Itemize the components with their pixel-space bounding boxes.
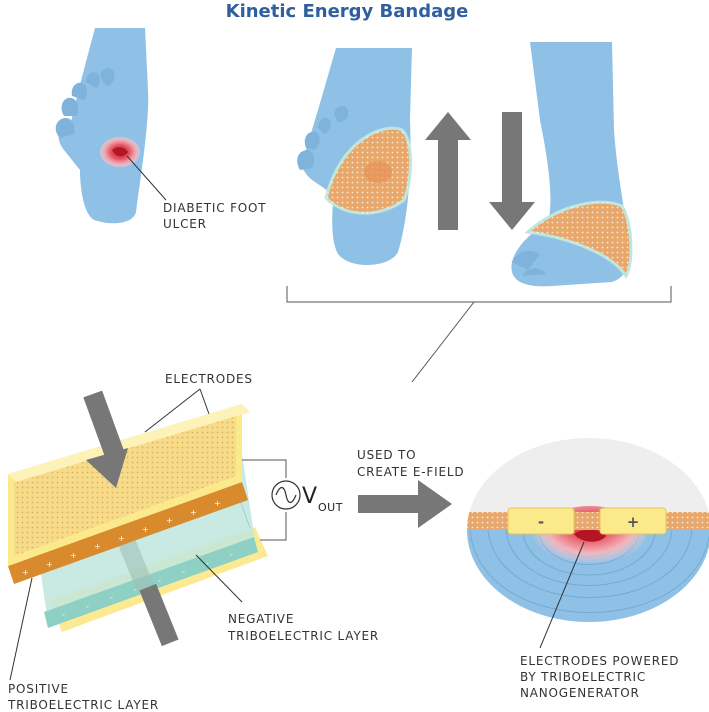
positive-label-line2: TRIBOELECTRIC LAYER — [7, 698, 159, 712]
svg-text:-: - — [62, 610, 65, 619]
powered-leader — [539, 541, 585, 649]
svg-text:+: + — [46, 560, 53, 569]
svg-text:+: + — [190, 508, 197, 517]
positive-leader — [9, 577, 33, 681]
circuit-wire-bottom — [260, 512, 287, 541]
negative-label-line2: TRIBOELECTRIC LAYER — [227, 629, 379, 643]
svg-text:+: + — [94, 542, 101, 551]
positive-charges: + + + + + + + + + — [22, 499, 221, 577]
svg-text:-: - — [158, 576, 161, 585]
triboelectric-stack — [8, 390, 268, 647]
negative-electrode-pad — [507, 507, 575, 535]
svg-text:+: + — [214, 499, 221, 508]
page-title: Kinetic Energy Bandage — [226, 1, 469, 22]
powered-label-line1: ELECTRODES POWERED — [520, 654, 679, 668]
svg-text:-: - — [134, 585, 137, 594]
foot-sole-view — [55, 28, 149, 224]
negative-leader — [195, 554, 243, 603]
sine-wave-icon — [271, 480, 301, 510]
connector-line — [411, 301, 475, 383]
positive-triboelectric-layer — [8, 482, 248, 584]
ulcer-leader-line — [126, 155, 167, 201]
svg-text:+: + — [142, 525, 149, 534]
press-arrow-down-icon — [83, 390, 128, 488]
circuit-wire-top — [242, 459, 287, 478]
arrow-down-icon — [489, 112, 535, 230]
powered-label-line3: NANOGENERATOR — [520, 686, 640, 700]
svg-text:+: + — [118, 534, 125, 543]
vout-label: V — [302, 484, 317, 509]
powered-label-line2: BY TRIBOELECTRIC — [520, 670, 646, 684]
used-label-line2: CREATE E-FIELD — [357, 465, 464, 479]
used-label-line1: USED TO — [357, 448, 416, 462]
ulcer-label-line2: ULCER — [163, 217, 207, 231]
negative-label-line1: NEGATIVE — [228, 612, 294, 626]
svg-text:+: + — [166, 516, 173, 525]
electrodes-leader-1 — [144, 388, 201, 433]
svg-text:-: - — [110, 593, 113, 602]
svg-text:-: - — [182, 567, 185, 576]
plus-sign: + — [627, 513, 640, 531]
bracket — [286, 286, 672, 303]
positive-electrode-pad — [599, 507, 667, 535]
foot-bandaged-side — [511, 42, 633, 287]
negative-charges: - - - - - - - - — [62, 550, 233, 619]
svg-text:+: + — [70, 551, 77, 560]
svg-text:-: - — [230, 550, 233, 559]
e-field-view — [467, 438, 709, 622]
minus-sign: - — [538, 513, 544, 531]
svg-text:-: - — [86, 602, 89, 611]
arrow-up-icon — [425, 112, 471, 230]
svg-text:+: + — [22, 568, 29, 577]
arrow-right-icon — [358, 480, 452, 528]
electrodes-label: ELECTRODES — [165, 372, 253, 386]
ulcer-label-line1: DIABETIC FOOT — [163, 201, 266, 215]
positive-label-line1: POSITIVE — [8, 682, 69, 696]
foot-bandaged-sole — [297, 48, 412, 266]
svg-text:-: - — [206, 559, 209, 568]
vout-subscript: OUT — [318, 501, 343, 514]
